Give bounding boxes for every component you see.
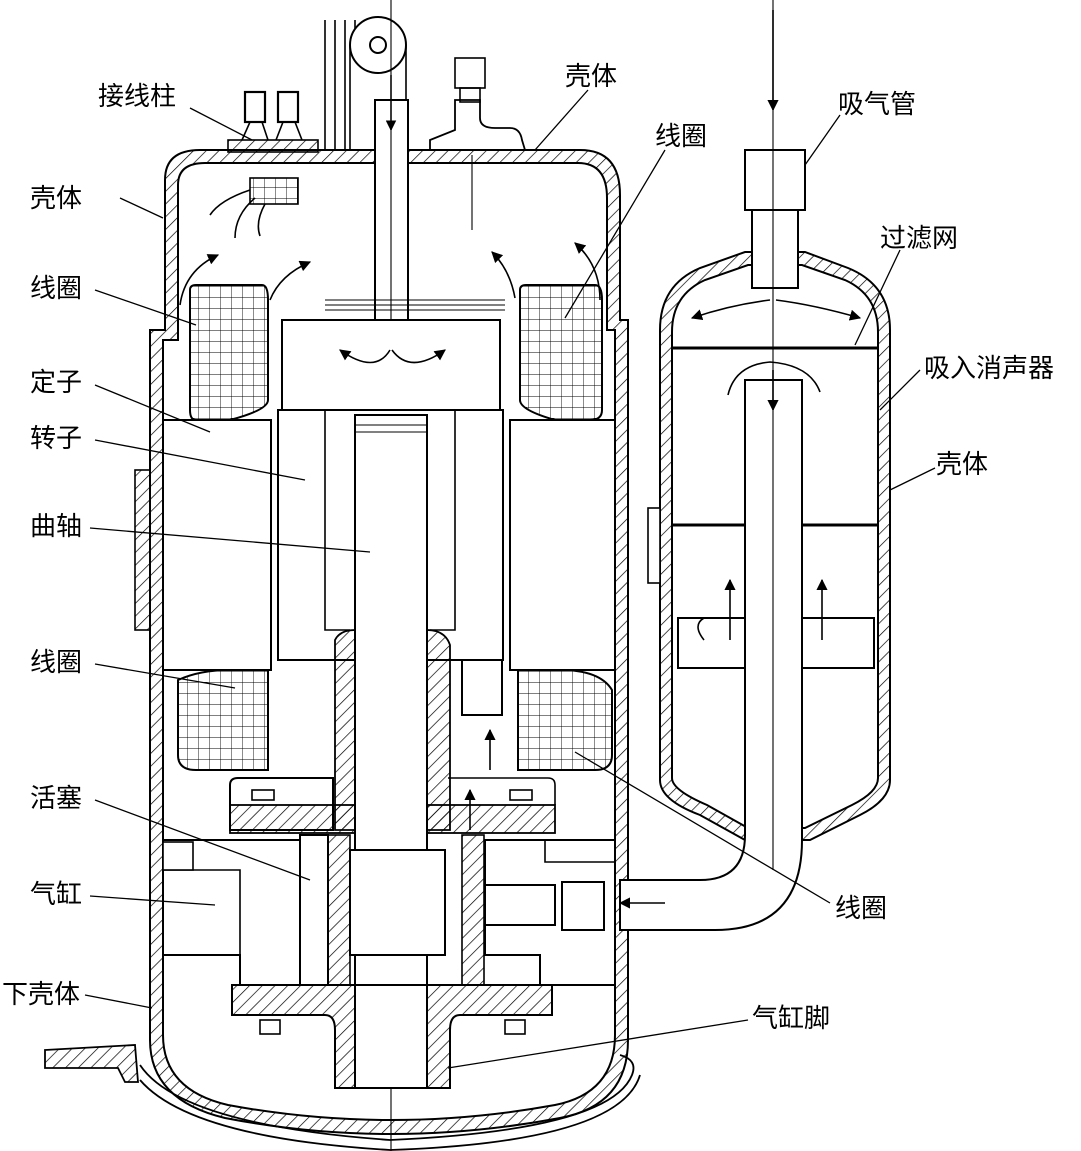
label-coil-upper-right: 线圈 xyxy=(655,122,708,152)
label-stator: 定子 xyxy=(30,368,83,398)
label-suction-pipe: 吸气管 xyxy=(838,90,917,120)
label-coil-upper-left: 线圈 xyxy=(30,274,83,304)
label-coil-lower-right: 线圈 xyxy=(835,894,888,924)
label-suction-muffler: 吸入消声器 xyxy=(924,354,1055,384)
label-cylinder: 气缸 xyxy=(30,880,83,910)
label-rotor: 转子 xyxy=(30,424,83,454)
label-shell-muffler: 壳体 xyxy=(936,450,989,480)
label-lower-shell: 下壳体 xyxy=(2,980,81,1010)
stator xyxy=(162,299,616,671)
label-piston: 活塞 xyxy=(30,784,83,814)
label-coil-lower-left: 线圈 xyxy=(30,648,83,678)
lower-bearing xyxy=(231,984,553,1089)
label-shell-top: 壳体 xyxy=(565,62,618,92)
label-cylinder-foot: 气缸脚 xyxy=(752,1004,831,1034)
cylinder-block xyxy=(162,834,616,986)
crankshaft xyxy=(334,414,451,1086)
label-terminal: 接线柱 xyxy=(98,82,177,112)
label-crankshaft: 曲轴 xyxy=(30,512,83,542)
label-filter-screen: 过滤网 xyxy=(880,224,959,254)
motor-coils xyxy=(177,284,613,771)
label-shell-left: 壳体 xyxy=(30,184,83,214)
leader-lines xyxy=(84,89,936,1069)
gas-flow-arrows xyxy=(179,155,601,830)
upper-bearing xyxy=(229,777,556,834)
terminal-posts xyxy=(209,90,303,239)
suction-muffler xyxy=(618,0,891,931)
